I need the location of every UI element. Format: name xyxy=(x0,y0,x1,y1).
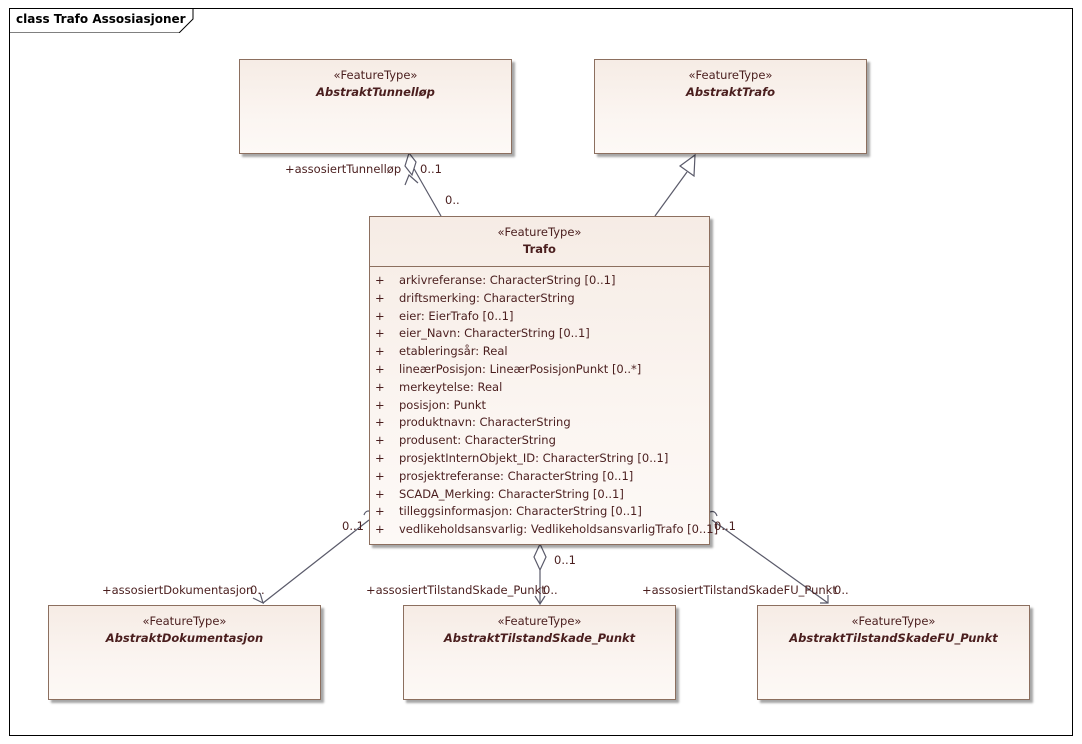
attribute-row: + lineærPosisjon: LineærPosisjonPunkt [0.… xyxy=(375,361,718,379)
attribute-text: prosjektreferanse: CharacterString [0..1… xyxy=(399,468,634,483)
attribute-text: posisjon: Punkt xyxy=(399,397,487,412)
visibility-marker: + xyxy=(375,450,385,465)
role-label-skade: +assosiertTilstandSkade_Punkt xyxy=(366,583,546,597)
attribute-text: SCADA_Merking: CharacterString [0..1] xyxy=(399,486,624,501)
visibility-marker: + xyxy=(375,361,385,376)
class-name: AbstraktDokumentasjon xyxy=(105,631,264,645)
class-trafo[interactable]: «FeatureType» Trafo + arkivreferanse: Cha… xyxy=(369,216,718,545)
attribute-row: + tilleggsinformasjon: CharacterString [0… xyxy=(375,503,718,521)
role-label-skadefu: +assosiertTilstandSkadeFU_Punkt xyxy=(642,583,837,597)
attribute-row: + posisjon: Punkt xyxy=(375,397,718,415)
class-name: AbstraktTilstandSkade_Punkt xyxy=(443,631,636,645)
attribute-row: + eier_Navn: CharacterString [0..1] xyxy=(375,325,718,343)
attribute-text: merkeytelse: Real xyxy=(399,379,503,394)
attribute-text: prosjektInternObjekt_ID: CharacterString… xyxy=(399,450,669,465)
attribute-row: + SCADA_Merking: CharacterString [0..1] xyxy=(375,486,718,504)
multiplicity-dok-target: 0.. xyxy=(250,583,265,597)
stereotype-label: «FeatureType» xyxy=(497,614,582,628)
visibility-marker: + xyxy=(375,273,385,287)
multiplicity-tunnel-source: 0..1 xyxy=(420,162,442,176)
generalization-trafo xyxy=(654,153,696,217)
association-skadefu xyxy=(709,510,829,604)
attribute-text: arkivreferanse: CharacterString [0..1] xyxy=(399,273,616,287)
stereotype-label: «FeatureType» xyxy=(688,68,773,82)
visibility-marker: + xyxy=(375,433,385,448)
multiplicity-skade-target: 0.. xyxy=(543,583,558,597)
role-label-tunnel: +assosiertTunnelløp xyxy=(285,162,402,176)
class-abstrakt-dokumentasjon[interactable]: «FeatureType» AbstraktDokumentasjon xyxy=(48,605,321,700)
attribute-text: driftsmerking: CharacterString xyxy=(399,290,575,305)
multiplicity-tunnel-target: 0.. xyxy=(445,193,460,207)
visibility-marker: + xyxy=(375,504,385,519)
class-abstrakt-trafo[interactable]: «FeatureType» AbstraktTrafo xyxy=(594,59,867,154)
role-label-dok: +assosiertDokumentasjon xyxy=(102,583,254,597)
visibility-marker: + xyxy=(375,468,385,483)
attribute-row: + etableringsår: Real xyxy=(375,343,718,361)
attribute-row: + driftsmerking: CharacterString xyxy=(375,290,718,308)
attribute-row: + prosjektreferanse: CharacterString [0..… xyxy=(375,468,718,486)
attribute-list: +arkivreferanse: CharacterString [0..1]+… xyxy=(375,272,718,539)
attribute-row: + eier: EierTrafo [0..1] xyxy=(375,308,718,326)
attribute-text: eier_Navn: CharacterString [0..1] xyxy=(399,326,590,341)
diagram-title: class Trafo Assosiasjoner xyxy=(16,12,186,26)
visibility-marker: + xyxy=(375,397,385,412)
visibility-marker: + xyxy=(375,308,385,323)
visibility-marker: + xyxy=(375,522,385,537)
visibility-marker: + xyxy=(375,344,385,359)
association-tunnel xyxy=(404,151,442,217)
class-name: Trafo xyxy=(523,242,556,256)
class-abstrakt-tilstand-skadefu-punkt[interactable]: «FeatureType» AbstraktTilstandSkadeFU_Pu… xyxy=(757,605,1030,700)
attribute-text: produsent: CharacterString xyxy=(399,433,556,448)
attribute-text: produktnavn: CharacterString xyxy=(399,415,571,430)
class-name: AbstraktTilstandSkadeFU_Punkt xyxy=(789,631,998,645)
stereotype-label: «FeatureType» xyxy=(497,225,582,239)
class-name: AbstraktTrafo xyxy=(686,85,775,99)
attribute-row: + produktnavn: CharacterString xyxy=(375,414,718,432)
attribute-row: + vedlikeholdsansvarlig: Vedlikeholdsansv… xyxy=(375,521,718,539)
multiplicity-skadefu-source: 0..1 xyxy=(714,519,736,533)
multiplicity-skade-source: 0..1 xyxy=(554,553,576,567)
attribute-row: + arkivreferanse: CharacterString [0..1] xyxy=(375,272,718,290)
frame-tab xyxy=(9,8,194,33)
visibility-marker: + xyxy=(375,290,385,305)
stereotype-label: «FeatureType» xyxy=(142,614,227,628)
attribute-text: lineærPosisjon: LineærPosisjonPunkt [0..… xyxy=(399,361,642,376)
association-skade xyxy=(533,542,547,606)
attribute-text: tilleggsinformasjon: CharacterString [0.… xyxy=(399,504,642,519)
class-abstrakt-tunnellop[interactable]: «FeatureType» AbstraktTunnelløp xyxy=(239,59,512,154)
attribute-row: + prosjektInternObjekt_ID: CharacterStrin… xyxy=(375,450,718,468)
multiplicity-skadefu-target: 0.. xyxy=(834,583,849,597)
visibility-marker: + xyxy=(375,486,385,501)
attribute-text: eier: EierTrafo [0..1] xyxy=(399,308,514,323)
attribute-row: + merkeytelse: Real xyxy=(375,379,718,397)
stereotype-label: «FeatureType» xyxy=(851,614,936,628)
attribute-row: + produsent: CharacterString xyxy=(375,432,718,450)
visibility-marker: + xyxy=(375,415,385,430)
class-abstrakt-tilstand-skade-punkt[interactable]: «FeatureType» AbstraktTilstandSkade_Punk… xyxy=(403,605,676,700)
multiplicity-dok-source: 0..1 xyxy=(342,519,364,533)
visibility-marker: + xyxy=(375,326,385,341)
attribute-text: vedlikeholdsansvarlig: Vedlikeholdsansva… xyxy=(399,522,719,537)
class-name: AbstraktTunnelløp xyxy=(316,85,435,99)
attribute-text: etableringsår: Real xyxy=(399,344,508,359)
stereotype-label: «FeatureType» xyxy=(333,68,418,82)
compartment-divider xyxy=(370,266,709,267)
diagram-frame xyxy=(9,8,1073,736)
visibility-marker: + xyxy=(375,379,385,394)
